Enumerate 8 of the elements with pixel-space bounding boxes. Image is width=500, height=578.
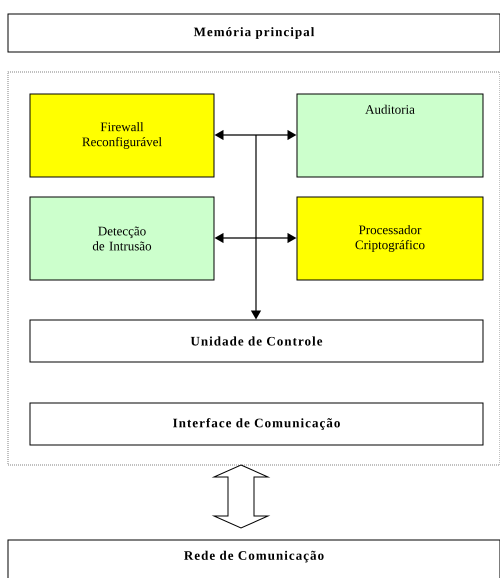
process-box: Interface de Comunicação — [30, 402, 484, 446]
process-box: Firewall Reconfigurável — [30, 94, 214, 178]
process-box: Processador Criptográfico — [296, 196, 484, 280]
process-box: Memória principal — [8, 14, 500, 52]
process-box: Rede de Comunicação — [8, 540, 500, 578]
process-box: Unidade de Controle — [30, 320, 484, 362]
process-box: Detecção de Intrusão — [30, 196, 214, 280]
process-box: Auditoria — [296, 94, 484, 178]
